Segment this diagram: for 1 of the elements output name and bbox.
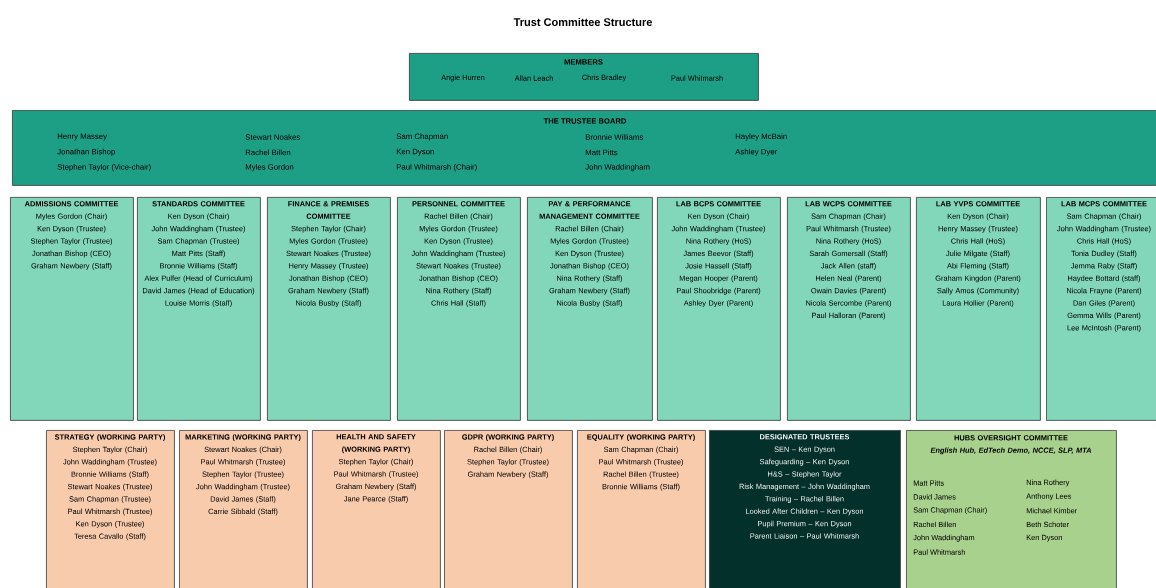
title: Trust Committee Structure <box>513 17 652 27</box>
